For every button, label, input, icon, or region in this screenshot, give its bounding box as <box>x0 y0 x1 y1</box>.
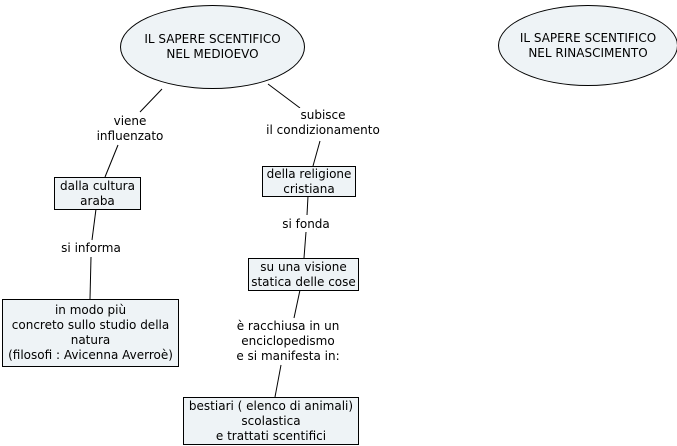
root-node-rinascimento-label: IL SAPERE SCENTIFICO NEL RINASCIMENTO <box>519 30 657 60</box>
node-religione-cristiana-label: della religione cristiana <box>266 166 352 196</box>
connector-root-to-viene-influenzato <box>139 88 163 113</box>
root-node-rinascimento[interactable]: IL SAPERE SCENTIFICO NEL RINASCIMENTO <box>498 5 677 86</box>
link-label-racchiusa-enciclopedismo: è racchiusa in un enciclopedismo e si ma… <box>236 319 340 364</box>
node-religione-cristiana[interactable]: della religione cristiana <box>262 166 356 197</box>
link-label-viene-influenzato: viene influenzato <box>96 114 164 144</box>
node-studio-natura-label: in modo più concreto sullo studio della … <box>8 303 173 362</box>
connector-racchiusa-to-bestiari <box>274 364 282 398</box>
connector-root-to-subisce <box>267 83 301 109</box>
node-bestiari[interactable]: bestiari ( elenco di animali) scolastica… <box>183 397 359 445</box>
node-studio-natura[interactable]: in modo più concreto sullo studio della … <box>2 299 179 367</box>
connector-visione-to-racchiusa <box>293 289 301 319</box>
connector-si-fonda-to-visione <box>303 231 307 259</box>
link-label-subisce-condizionamento: subisce il condizionamento <box>266 108 380 138</box>
connector-religione-to-si-fonda <box>306 195 309 216</box>
node-cultura-araba-label: dalla cultura araba <box>60 178 135 208</box>
link-label-si-informa: si informa <box>61 241 121 256</box>
node-visione-statica-label: su una visione statica delle cose <box>251 259 356 289</box>
node-cultura-araba[interactable]: dalla cultura araba <box>54 177 141 210</box>
connector-cultura-araba-to-si-informa <box>91 208 97 241</box>
link-label-si-fonda: si fonda <box>282 217 330 232</box>
node-bestiari-label: bestiari ( elenco di animali) scolastica… <box>188 398 354 443</box>
connector-si-informa-to-modo-piu <box>89 256 92 300</box>
connector-viene-influenzato-to-cultura-araba <box>104 144 119 178</box>
root-node-medioevo[interactable]: IL SAPERE SCENTIFICO NEL MEDIOEVO <box>120 5 305 89</box>
connector-subisce-to-religione <box>312 140 321 167</box>
root-node-medioevo-label: IL SAPERE SCENTIFICO NEL MEDIOEVO <box>144 32 281 61</box>
node-visione-statica[interactable]: su una visione statica delle cose <box>248 258 359 291</box>
